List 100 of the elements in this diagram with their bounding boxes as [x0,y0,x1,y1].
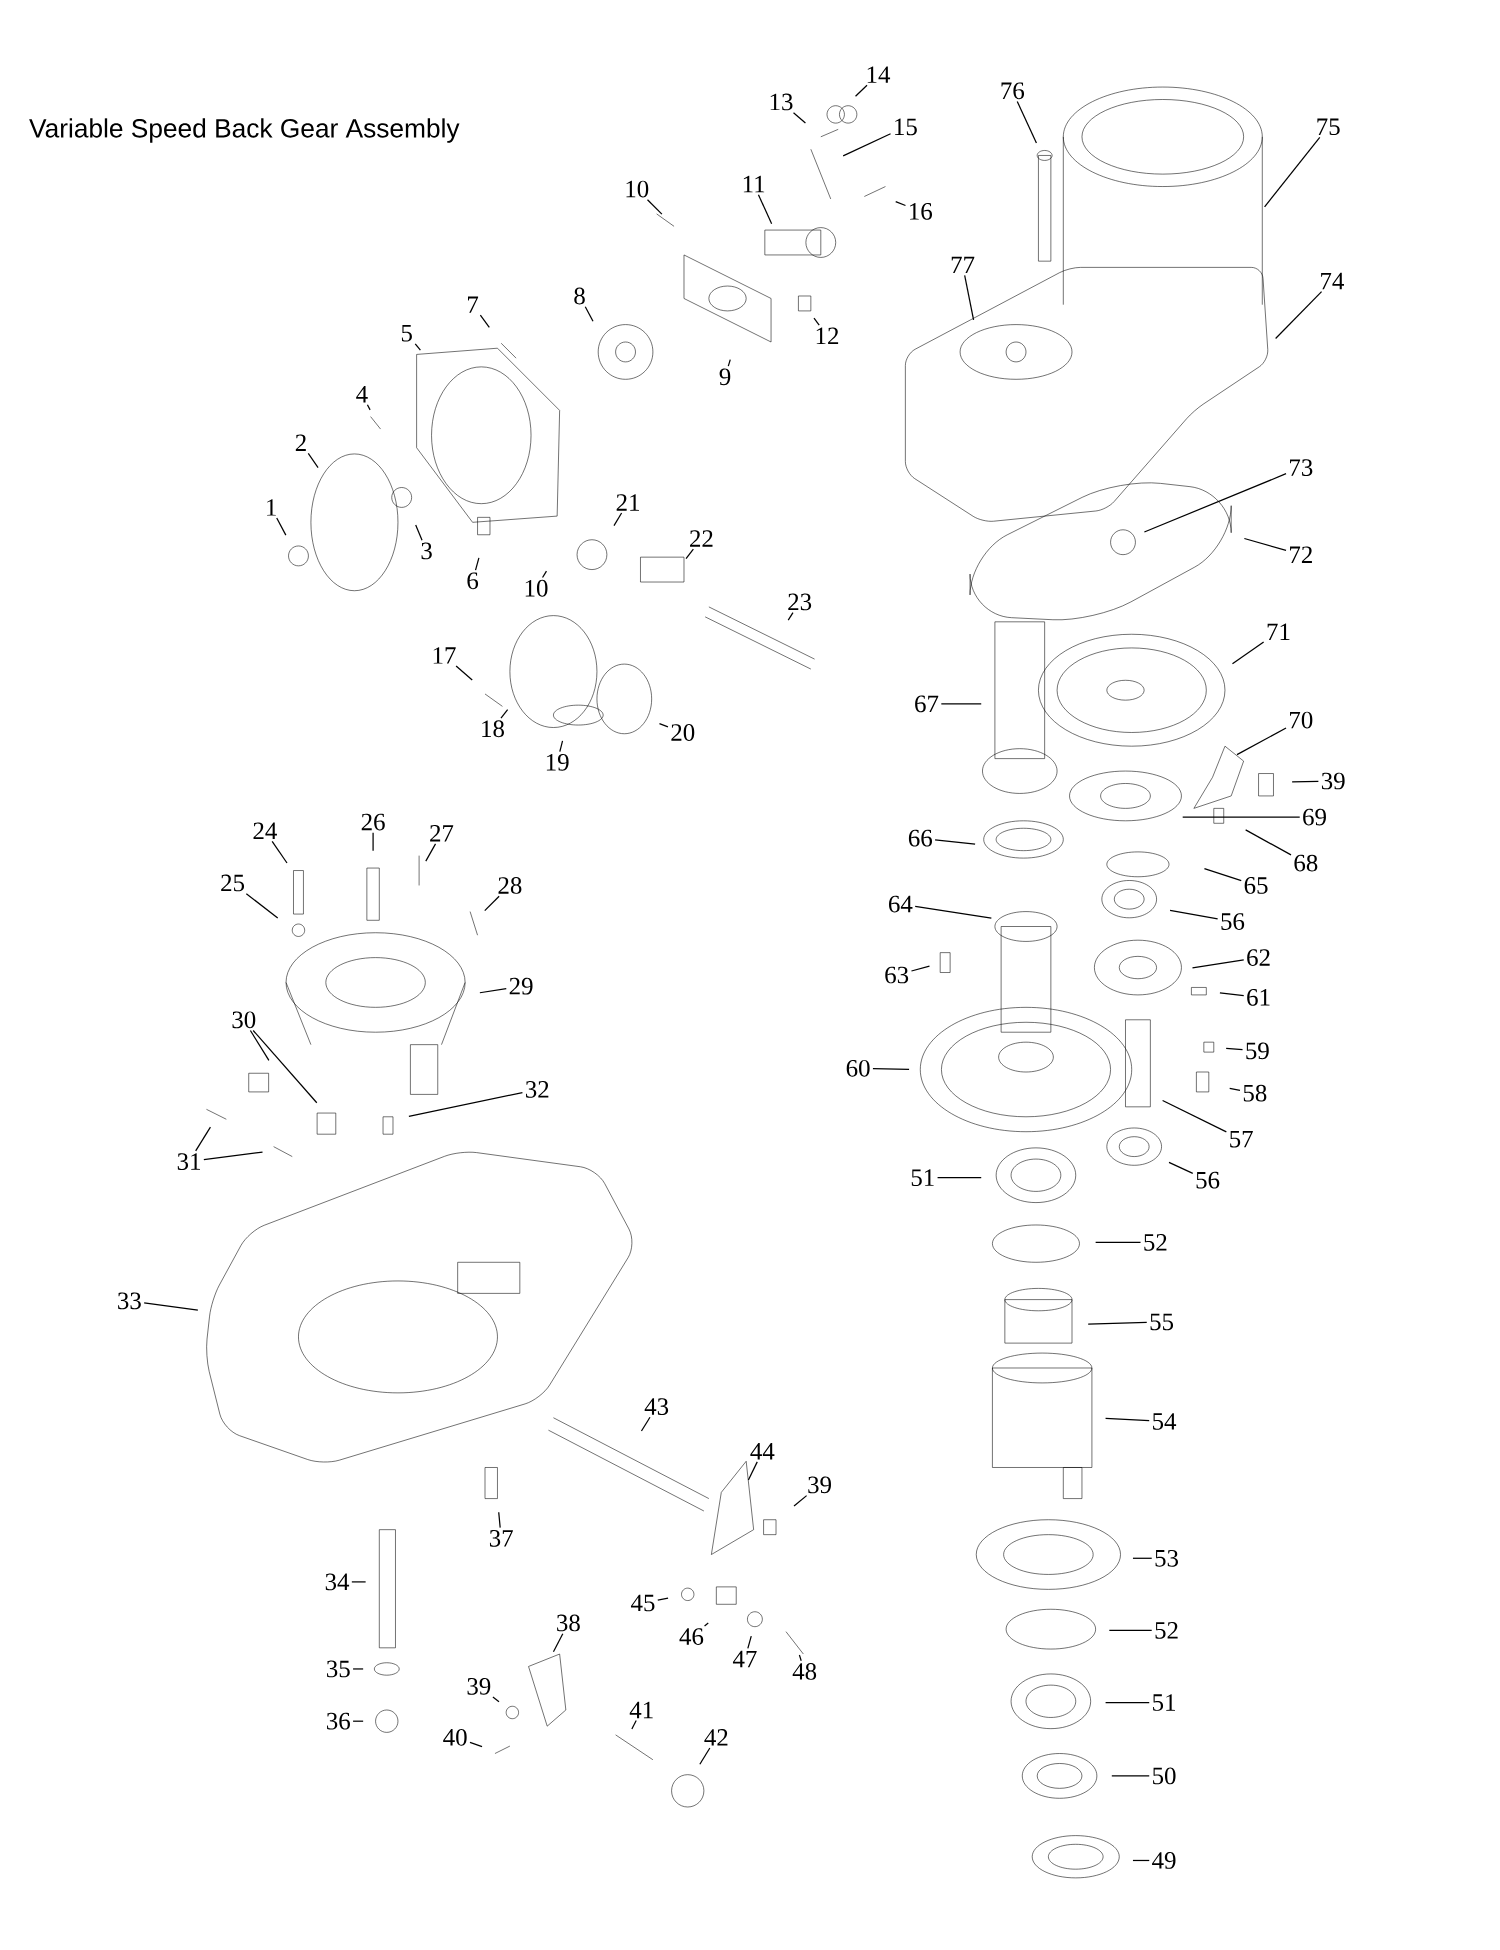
leader-line [271,840,288,864]
leader-line [249,1029,270,1061]
callout-number: 34 [325,1573,350,1591]
leader-line [895,200,907,207]
leader-line [425,843,437,862]
callout-number: 29 [509,977,533,995]
callout-number: 65 [1244,877,1268,894]
callout-number: 35 [327,1660,350,1678]
callout-number: 67 [915,695,939,713]
callout-number: 6 [467,572,479,590]
callout-number: 27 [430,825,454,842]
callout-number: 13 [770,93,793,111]
callout-number: 40 [443,1728,467,1746]
leader-line [307,452,319,469]
callout-number: 12 [816,327,839,345]
leader-line [613,512,623,527]
callout-number: 23 [788,593,812,611]
callout-number: 75 [1317,118,1340,136]
callout-number: 19 [547,754,569,771]
leader-line [934,839,976,845]
leader-line [1016,100,1038,144]
callout-number: 62 [1247,949,1270,966]
callout-number: 46 [679,1628,704,1645]
callout-number: 10 [525,579,548,597]
leader-line [1162,1099,1228,1133]
callout-number: 41 [629,1701,653,1719]
callout-number: 48 [792,1663,817,1680]
leader-line [584,306,594,322]
leader-line [469,1741,483,1748]
leader-line [1111,1775,1150,1777]
callout-number: 39 [1322,772,1345,790]
callout-number: 15 [895,118,917,136]
callout-number: 17 [433,647,456,664]
leader-line [498,1511,501,1529]
callout-number: 70 [1290,711,1313,729]
leader-line [798,1654,802,1662]
leader-line [685,548,695,560]
leader-line [500,709,509,719]
callout-number: 24 [253,822,278,839]
leader-line [699,1747,711,1765]
callout-number: 63 [885,966,909,984]
callout-number: 26 [361,813,385,831]
callout-number: 59 [1246,1042,1269,1060]
leader-line [1108,1629,1153,1632]
callout-number: 51 [911,1169,934,1187]
leader-line [372,832,374,852]
callout-number: 18 [482,720,505,738]
callout-number: 16 [910,203,933,220]
leader-line [640,1416,651,1432]
leader-line [1105,1701,1150,1704]
title: Variable Speed Back Gear Assembly [29,118,460,143]
leader-line [455,665,473,681]
callout-number: 7 [468,296,479,313]
leader-line [492,1696,500,1703]
callout-number: 14 [867,66,891,83]
leader-line [631,1719,637,1730]
leader-line [1105,1417,1150,1422]
callout-number: 45 [631,1594,655,1612]
callout-number: 56 [1196,1171,1220,1189]
leader-line [1236,727,1287,756]
leader-line [484,895,500,912]
leader-line [1182,816,1301,818]
leader-line [658,723,669,728]
leader-line [937,1177,982,1179]
callout-number: 53 [1155,1549,1179,1567]
callout-number: 3 [421,542,432,560]
leader-line [203,1151,264,1161]
callout-number: 11 [743,175,765,193]
callout-number: 1 [267,499,276,516]
leader-line [352,1668,364,1670]
callout-number: 47 [733,1650,757,1668]
leader-line [479,314,491,328]
leader-line [1264,136,1321,208]
callout-number: 39 [808,1476,832,1494]
callout-number: 60 [846,1059,870,1077]
callout-number: 68 [1294,854,1318,872]
callout-number: 8 [574,287,585,305]
callout-number: 9 [719,368,731,386]
leader-line [195,1126,212,1152]
leader-line [964,274,975,321]
leader-line [352,1720,364,1722]
callout-number: 74 [1321,272,1345,290]
leader-line [1291,780,1320,783]
leader-line [793,1495,808,1507]
callout-number: 4 [356,386,368,403]
leader-line [1203,867,1242,882]
callout-number: 21 [616,494,640,511]
leader-line [1087,1321,1148,1325]
leader-line [1168,1161,1194,1174]
callout-number: 42 [704,1729,728,1746]
leader-line [552,1633,564,1653]
callout-number: 30 [232,1011,256,1029]
callout-number: 58 [1243,1084,1267,1102]
callout-number: 36 [327,1712,351,1730]
leader-line [757,194,773,225]
callout-number: 56 [1221,913,1245,930]
callout-number: 69 [1303,808,1327,826]
callout-number: 52 [1144,1234,1167,1251]
leader-line [414,343,422,351]
leader-line [542,570,548,579]
